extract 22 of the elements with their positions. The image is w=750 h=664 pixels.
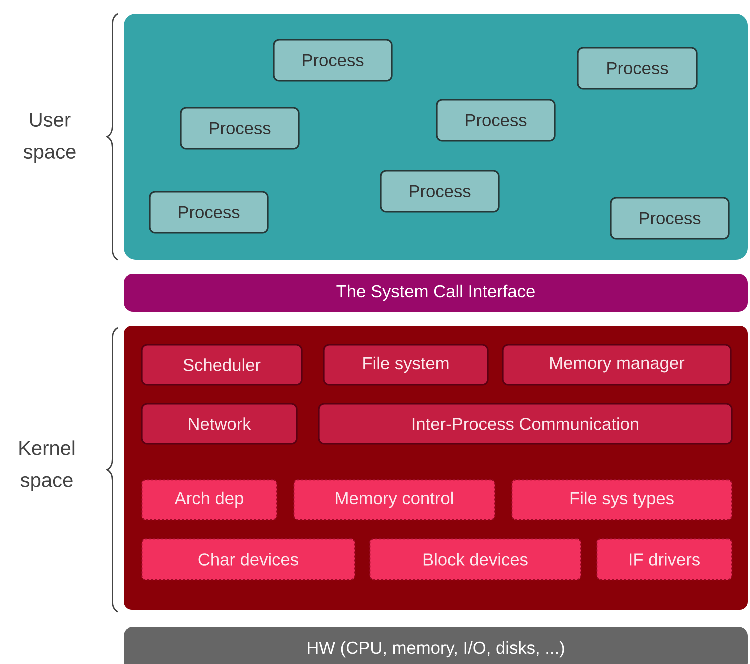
process-box: Process <box>149 191 269 234</box>
process-box: Process <box>436 99 556 142</box>
module-box: Network <box>141 403 298 445</box>
module-box: Arch dep <box>141 479 278 521</box>
module-box: Inter-Process Communication <box>318 403 733 445</box>
hardware-bar: HW (CPU, memory, I/O, disks, ...) <box>124 627 748 664</box>
process-box: Process <box>180 107 300 150</box>
interface-bar: The System Call Interface <box>124 274 748 312</box>
module-box: Block devices <box>369 538 582 581</box>
process-box: Process <box>577 47 698 90</box>
module-box: Memory control <box>293 479 496 521</box>
module-box: Char devices <box>141 538 356 581</box>
space-label: Kernel space <box>20 440 75 492</box>
module-box: Scheduler <box>141 344 303 386</box>
module-box: File sys types <box>511 479 733 521</box>
module-box: IF drivers <box>596 538 733 581</box>
space-label: User space <box>24 113 76 163</box>
process-box: Process <box>380 170 500 213</box>
process-box: Process <box>273 39 393 82</box>
module-box: Memory manager <box>502 344 732 386</box>
process-box: Process <box>610 197 730 240</box>
module-box: File system <box>323 344 489 386</box>
